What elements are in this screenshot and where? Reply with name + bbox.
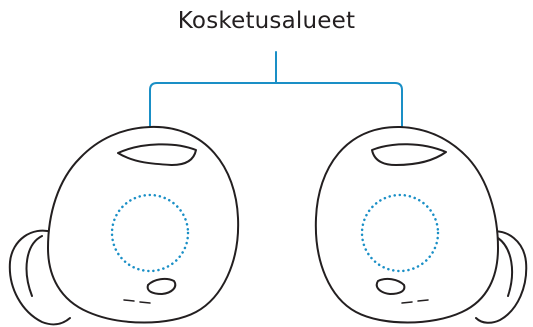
left-earbud-body — [47, 125, 240, 324]
left-ear-tip-inner — [25, 235, 43, 297]
right-bottom-dash — [401, 299, 429, 304]
left-touch-area — [110, 193, 190, 273]
callout-bracket — [149, 51, 403, 196]
right-mic-slot — [375, 277, 406, 295]
diagram-title: Kosketusalueet — [177, 8, 356, 34]
right-ear-tip-inner — [497, 237, 514, 297]
right-top-slot — [371, 143, 447, 166]
callout-arm — [149, 82, 403, 196]
right-touch-area — [360, 193, 440, 273]
earbud-left-icon — [8, 125, 240, 326]
left-bottom-dash — [123, 299, 151, 304]
right-earbud-body — [314, 125, 499, 324]
earbud-right-icon — [314, 125, 528, 324]
left-mic-slot — [146, 277, 177, 295]
left-top-slot — [117, 143, 197, 166]
